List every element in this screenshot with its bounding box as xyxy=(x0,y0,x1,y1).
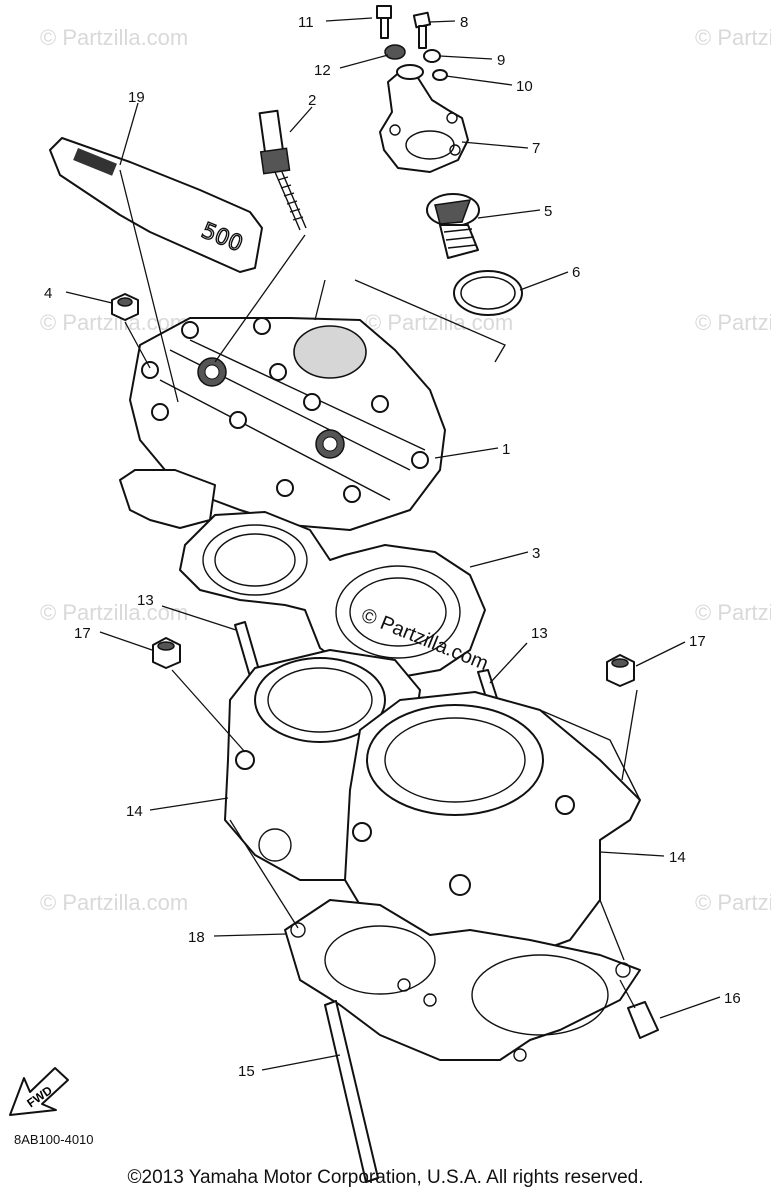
callout-14-left: 14 xyxy=(126,803,143,820)
watermark: © Partzilla.com xyxy=(695,25,771,50)
watermark: © Partzilla.com xyxy=(695,600,771,625)
callout-12: 12 xyxy=(314,62,331,79)
callout-15: 15 xyxy=(238,1063,255,1080)
watermark: © Partzilla.com xyxy=(365,310,513,335)
o-ring xyxy=(453,270,523,316)
thermostat xyxy=(426,193,480,259)
callout-13-right: 13 xyxy=(531,625,548,642)
base-gasket xyxy=(284,899,641,1062)
callout-14-right: 14 xyxy=(669,849,686,866)
spark-plug xyxy=(258,109,307,231)
cap-nut-17-left xyxy=(152,637,181,669)
dowel-16 xyxy=(627,1001,659,1039)
callout-6: 6 xyxy=(572,264,580,281)
callout-8: 8 xyxy=(460,14,468,31)
leader-lines xyxy=(65,17,721,1071)
callout-4: 4 xyxy=(44,285,52,302)
watermark: © Partzilla.com xyxy=(40,890,188,915)
watermark: © Partzilla.com xyxy=(40,600,188,625)
callouts: 11 8 12 9 10 19 2 7 5 6 4 1 3 13 13 17 1… xyxy=(44,14,741,1080)
thermostat-cover xyxy=(379,64,469,173)
diagram-code: 8AB100-4010 xyxy=(14,1132,94,1147)
watermark: © Partzilla.com xyxy=(695,890,771,915)
callout-2: 2 xyxy=(308,92,316,109)
bolts-washers xyxy=(376,5,448,81)
emblem-plate: 500 xyxy=(49,137,263,273)
callout-7: 7 xyxy=(532,140,540,157)
watermark: © Partzilla.com xyxy=(40,25,188,50)
callout-9: 9 xyxy=(497,52,505,69)
cylinder-head xyxy=(119,317,446,531)
callout-11: 11 xyxy=(298,14,314,31)
callout-5: 5 xyxy=(544,203,552,220)
callout-18: 18 xyxy=(188,929,205,946)
cap-nut-17-right xyxy=(606,654,635,687)
callout-10: 10 xyxy=(516,78,533,95)
callout-17-right: 17 xyxy=(689,633,706,650)
copyright-notice: ©2013 Yamaha Motor Corporation, U.S.A. A… xyxy=(127,1167,644,1188)
callout-1: 1 xyxy=(502,441,510,458)
head-gasket xyxy=(179,511,486,679)
callout-13-left: 13 xyxy=(137,592,154,609)
callout-17-left: 17 xyxy=(74,625,91,642)
watermark: © Partzilla.com xyxy=(695,310,771,335)
fwd-arrow: FWD xyxy=(9,1067,69,1116)
callout-16: 16 xyxy=(724,990,741,1007)
callout-3: 3 xyxy=(532,545,540,562)
stud-15 xyxy=(324,1000,379,1183)
callout-19: 19 xyxy=(128,89,145,106)
cylinder-right xyxy=(344,691,641,961)
nut-4 xyxy=(111,293,139,321)
